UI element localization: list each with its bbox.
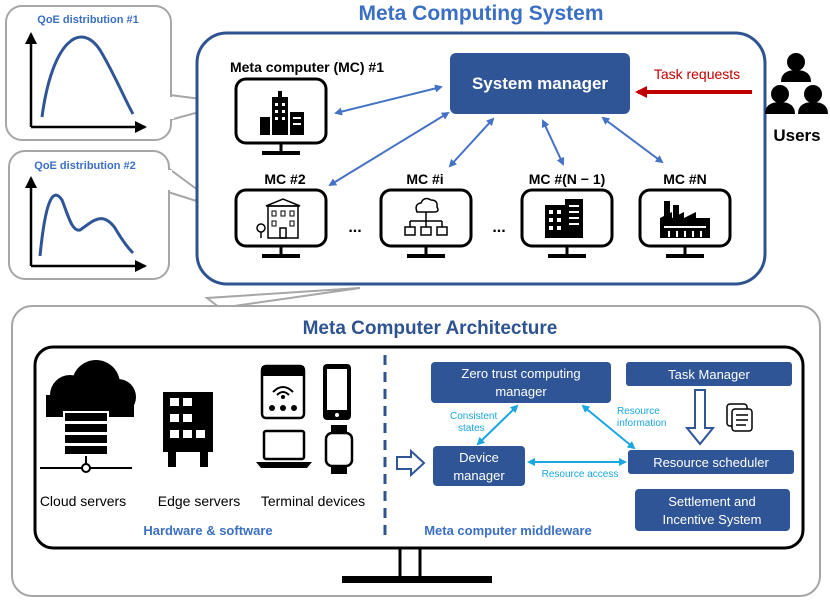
task-manager-label: Task Manager (668, 367, 750, 382)
mc2-label: MC #2 (264, 171, 305, 187)
mc1-city-icon (260, 91, 304, 135)
task-requests-label: Task requests (654, 66, 740, 82)
device-manager-label-2: manager (453, 468, 505, 483)
monitor-neck (398, 548, 422, 578)
mcn1-connection-arrow (541, 119, 565, 166)
edge-server-icon (163, 392, 213, 467)
zero-trust-label-2: manager (495, 384, 547, 399)
resource-information-label-1: Resource (617, 406, 660, 417)
mcn-connection-arrow (601, 116, 664, 164)
settlement-label-1: Settlement and (668, 494, 755, 509)
qoe-curve-2 (38, 193, 135, 257)
settlement-incentive-box (635, 489, 790, 531)
hardware-section-label: Hardware & software (143, 523, 272, 538)
cloud-servers-label: Cloud servers (40, 493, 126, 509)
qoe-bubble-1: QoE distribution #1 (5, 5, 233, 141)
architecture-panel: Meta Computer Architecture (11, 287, 821, 597)
system-manager-label: System manager (472, 74, 608, 93)
task-documents-icon (726, 403, 753, 432)
resource-scheduler-box (628, 450, 794, 474)
resource-access-label: Resource access (542, 469, 619, 480)
system-title: Meta Computing System (358, 2, 603, 25)
qoe-distribution-1-title: QoE distribution #1 (37, 14, 138, 26)
mcn-label: MC #N (663, 171, 707, 187)
qoe-bubble-2: QoE distribution #2 (8, 150, 226, 280)
mci-label: MC #i (406, 171, 443, 187)
cloud-server-icon (40, 360, 136, 473)
qoe-curve-1 (40, 35, 135, 118)
ellipsis-left: ... (348, 219, 361, 236)
resource-information-arrow (581, 404, 636, 450)
architecture-title: Meta Computer Architecture (303, 318, 558, 339)
mci-cloud-network-icon (404, 197, 448, 236)
mcn1-building-icon (545, 199, 583, 238)
consistent-states-label-1: Consistent (450, 411, 497, 422)
task-manager-box (626, 362, 792, 386)
terminal-devices-label: Terminal devices (261, 493, 365, 509)
terminal-devices-icon (256, 364, 354, 474)
device-manager-label-1: Device (459, 450, 499, 465)
meta-computing-system-panel: Meta Computing System System manager Tas… (195, 2, 828, 286)
settlement-label-2: Incentive System (663, 512, 762, 527)
hardware-to-middleware-arrow (396, 448, 426, 478)
ellipsis-right: ... (492, 219, 505, 236)
zero-trust-manager-box (431, 362, 611, 403)
mc2-school-icon (256, 198, 301, 239)
mc1-label: Meta computer (MC) #1 (230, 59, 384, 75)
mc1-connection-arrow (334, 84, 443, 116)
mci-connection-arrow (448, 117, 495, 168)
mcn-factory-icon (660, 201, 710, 238)
device-manager-box (433, 446, 525, 486)
monitor-stand (342, 576, 492, 583)
system-manager-box (450, 53, 630, 114)
architecture-callout-tail (204, 287, 361, 310)
users-label: Users (773, 126, 820, 145)
zero-trust-label-1: Zero trust computing (461, 366, 580, 381)
consistent-states-arrow (476, 404, 519, 446)
middleware-section-label: Meta computer middleware (424, 523, 592, 538)
consistent-states-label-2: states (458, 423, 485, 434)
mc2-connection-arrow (328, 111, 450, 187)
resource-information-label-2: information (617, 418, 666, 429)
users-icon (765, 53, 828, 114)
edge-servers-label: Edge servers (158, 493, 240, 509)
task-flow-arrow (684, 389, 716, 446)
resource-scheduler-label: Resource scheduler (653, 455, 769, 470)
mcn1-label: MC #(N − 1) (529, 171, 606, 187)
qoe-distribution-2-title: QoE distribution #2 (34, 160, 135, 172)
